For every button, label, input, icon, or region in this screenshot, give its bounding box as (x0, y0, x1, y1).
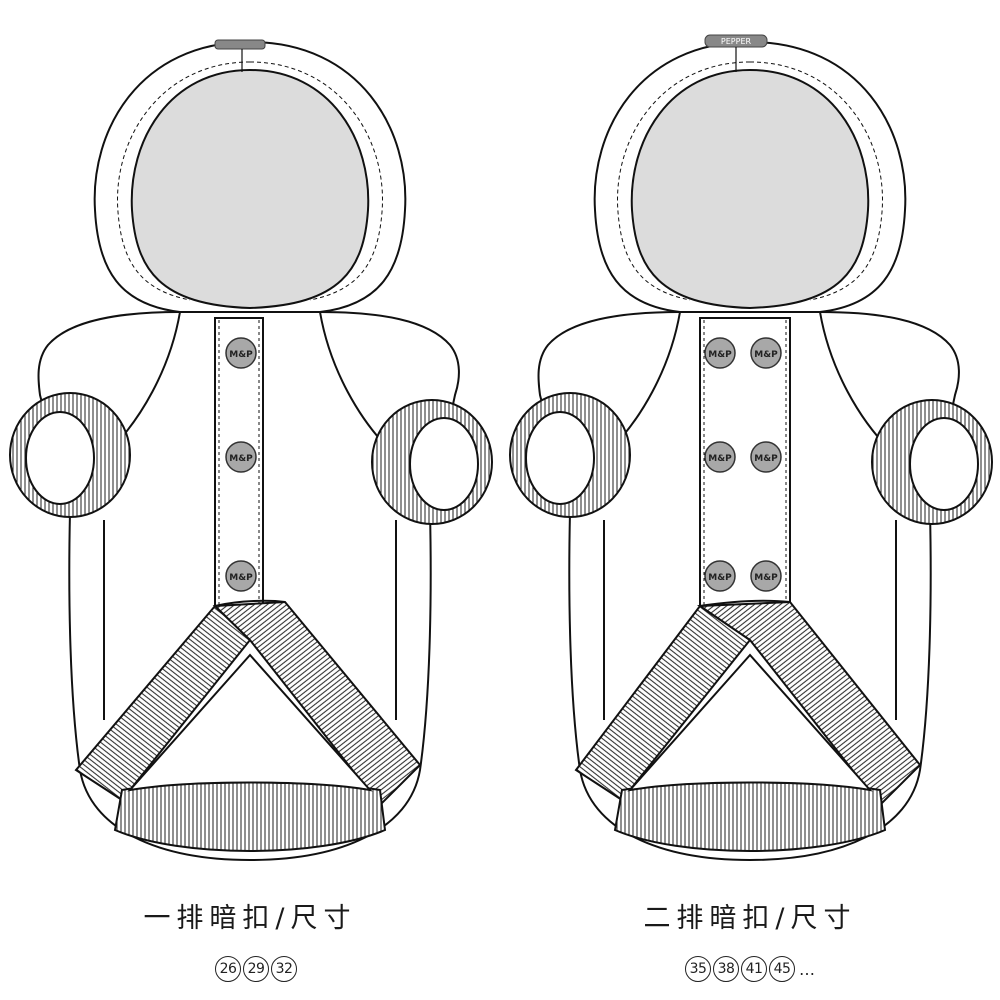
buttons-column: M&P M&P M&P (225, 337, 257, 592)
hem-rib (113, 781, 387, 852)
size-badge: 41 (741, 956, 767, 982)
snap-button-label: M&P (754, 350, 778, 360)
hood-lining (630, 68, 870, 310)
snap-button: M&P (704, 441, 736, 473)
snap-button: M&P (225, 337, 257, 369)
size-badge: 29 (243, 956, 269, 982)
snap-button: M&P (750, 441, 782, 473)
snap-button-label: M&P (708, 573, 732, 583)
hem-rib (613, 781, 887, 852)
rib-band-right (212, 600, 422, 807)
hood-tag-label: PEPPER (721, 37, 752, 46)
snap-button: M&P (750, 560, 782, 592)
garment-right-illustration: PEPPER M&P M&P M&P M&P M&P M&P (509, 34, 993, 862)
snap-button: M&P (225, 441, 257, 473)
snap-button-label: M&P (229, 350, 253, 360)
size-badge: 32 (271, 956, 297, 982)
hood-tag (214, 39, 266, 50)
snap-button-label: M&P (754, 454, 778, 464)
snap-button-label: M&P (229, 454, 253, 464)
caption-double-row: 二排暗扣/尺寸 (643, 903, 857, 934)
snap-button: M&P (750, 337, 782, 369)
snap-button: M&P (704, 560, 736, 592)
snap-button-label: M&P (708, 350, 732, 360)
caption-single-row: 一排暗扣/尺寸 (143, 903, 357, 934)
more-sizes-ellipsis: … (799, 959, 815, 979)
buttons-grid: M&P M&P M&P M&P M&P M&P (704, 337, 782, 592)
garment-left-illustration: M&P M&P M&P (9, 39, 493, 862)
hood-lining (130, 68, 370, 310)
size-badge: 35 (685, 956, 711, 982)
snap-button: M&P (704, 337, 736, 369)
snap-button-label: M&P (708, 454, 732, 464)
snap-button-label: M&P (229, 573, 253, 583)
snap-button: M&P (225, 560, 257, 592)
snap-button-label: M&P (754, 573, 778, 583)
size-badge: 45 (769, 956, 795, 982)
size-badge: 26 (215, 956, 241, 982)
size-badge: 38 (713, 956, 739, 982)
rib-band-right (696, 600, 922, 807)
